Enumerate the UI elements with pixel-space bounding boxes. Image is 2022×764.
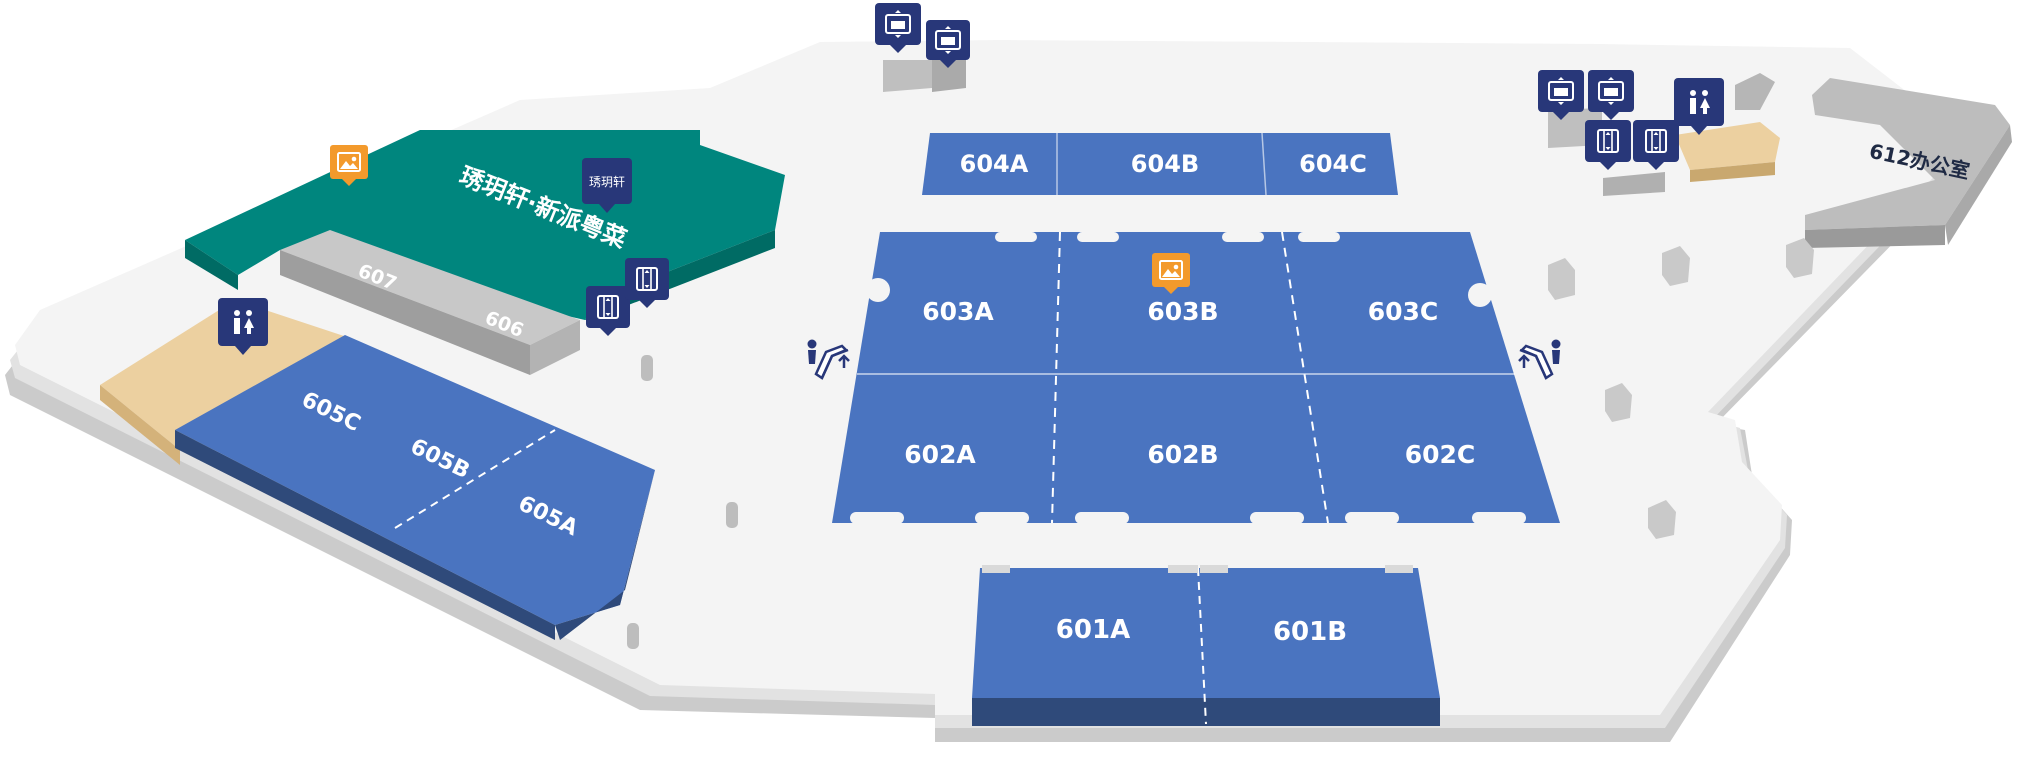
hall-604-block — [922, 132, 1398, 196]
photo-spot-marker-603b[interactable] — [1152, 253, 1190, 294]
photo-spot-marker-restaurant[interactable] — [330, 145, 368, 186]
office-612-block — [1805, 78, 2012, 248]
hall-605-block — [175, 335, 655, 640]
hall-601-block — [972, 565, 1440, 726]
restroom-area-right — [1675, 122, 1780, 182]
room-label-604c: 604C — [1299, 150, 1367, 178]
room-label-601a: 601A — [1056, 615, 1130, 645]
restroom-marker-left[interactable] — [218, 298, 268, 355]
restroom-marker-right[interactable] — [1674, 78, 1724, 135]
cargo-elevator-marker[interactable] — [875, 3, 921, 53]
room-label-603c: 603C — [1368, 297, 1439, 326]
cargo-elevator-marker-ne-1[interactable] — [1538, 70, 1584, 120]
restaurant-logo-marker[interactable]: 琇玥轩 — [582, 158, 632, 213]
rooms-606-607 — [280, 230, 580, 375]
restaurant-logo-text: 琇玥轩 — [589, 175, 625, 189]
room-label-601b: 601B — [1273, 617, 1347, 647]
room-label-604b: 604B — [1131, 150, 1199, 178]
room-label-603b: 603B — [1147, 297, 1218, 326]
elevator-marker-north[interactable] — [926, 20, 970, 68]
room-label-602a: 602A — [904, 440, 976, 469]
cargo-elevator-marker-ne-2[interactable] — [1588, 70, 1634, 120]
elevator-marker-restaurant-1[interactable] — [586, 286, 630, 336]
elevator-marker-ne-1[interactable] — [1585, 120, 1631, 170]
hall-602-603-block — [832, 231, 1560, 524]
room-label-602c: 602C — [1405, 440, 1476, 469]
room-label-604a: 604A — [960, 150, 1029, 178]
elevator-marker-restaurant-2[interactable] — [625, 258, 669, 308]
room-label-603a: 603A — [922, 297, 994, 326]
restroom-area-left — [100, 300, 350, 465]
elevator-marker-ne-2[interactable] — [1633, 120, 1679, 170]
room-label-602b: 602B — [1147, 440, 1218, 469]
